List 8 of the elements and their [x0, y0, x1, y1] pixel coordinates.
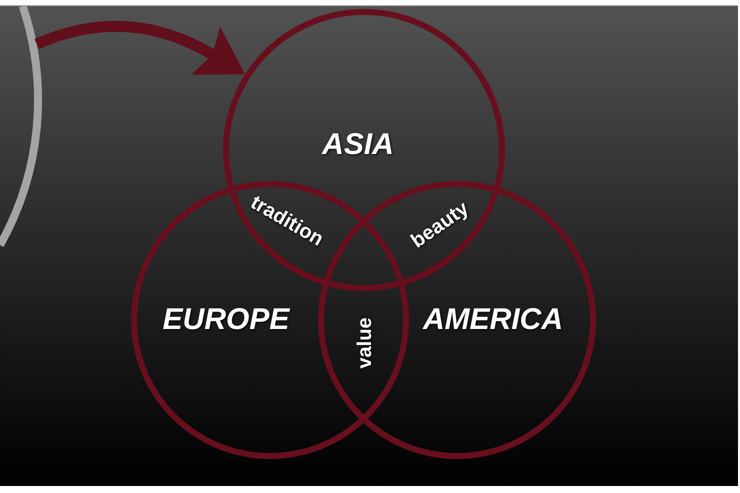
- curved-arrow: [34, 20, 246, 76]
- region-label: AMERICA: [423, 305, 563, 335]
- region-label: ASIA: [322, 130, 394, 160]
- overlap-label: value: [355, 317, 375, 369]
- venn-circle: [223, 9, 505, 291]
- ring-arc: [0, 6, 44, 250]
- venn-circle: [131, 181, 409, 459]
- region-label: EUROPE: [162, 305, 290, 335]
